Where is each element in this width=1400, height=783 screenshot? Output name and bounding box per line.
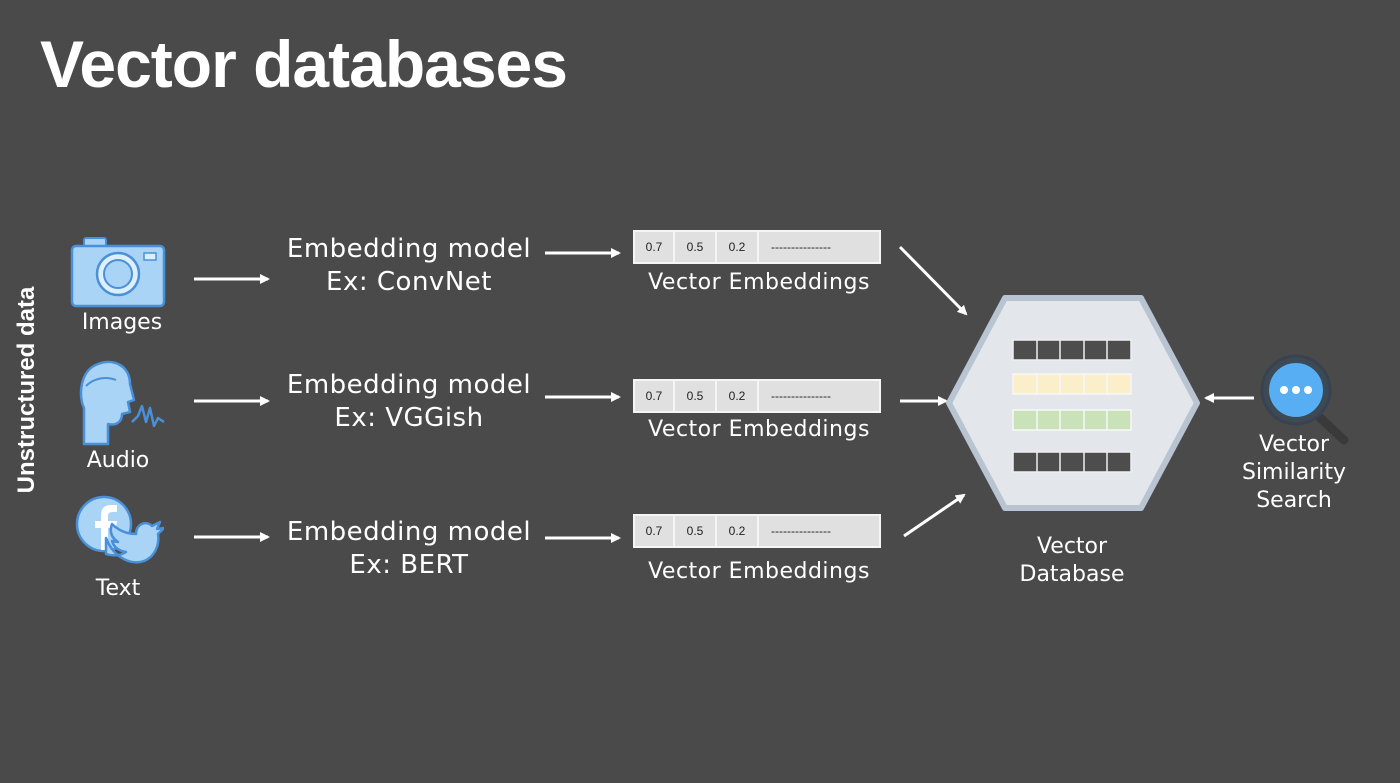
source-label-text: Text xyxy=(95,576,141,601)
vector-value: 0.2 xyxy=(717,232,759,262)
vector-value: 0.2 xyxy=(717,381,759,411)
arrow xyxy=(903,493,966,538)
vector-value: 0.7 xyxy=(635,232,675,262)
vector-value: --------------- xyxy=(771,240,831,254)
facebook-twitter-icon xyxy=(75,495,164,564)
vector-value: 0.5 xyxy=(675,381,717,411)
db-label-line: Vector xyxy=(1036,534,1108,559)
search-label-line: Vector xyxy=(1258,432,1330,457)
db-row-dark-2 xyxy=(1012,451,1132,473)
vector-embeddings-label: Vector Embeddings xyxy=(648,270,870,295)
camera-icon xyxy=(70,237,166,308)
vector-value: 0.2 xyxy=(717,516,759,546)
model-example: Ex: VGGish xyxy=(334,403,484,433)
speaking-head-icon xyxy=(79,360,165,446)
vector-embedding-bar: 0.7 0.5 0.2 --------------- xyxy=(633,514,881,548)
db-row-yellow xyxy=(1012,373,1132,395)
embedding-model-bert: Embedding model Ex: BERT xyxy=(259,516,559,582)
db-row-green xyxy=(1012,409,1132,431)
model-example: Ex: BERT xyxy=(349,550,469,580)
arrow xyxy=(898,245,968,316)
model-title: Embedding model xyxy=(286,517,532,547)
db-row-dark-1 xyxy=(1012,339,1132,361)
source-label-audio: Audio xyxy=(86,448,150,473)
page-title: Vector databases xyxy=(40,27,568,101)
source-label-images: Images xyxy=(81,310,163,335)
search-label-line: Search xyxy=(1256,488,1332,513)
vector-value: --------------- xyxy=(771,524,831,538)
vector-embeddings-label: Vector Embeddings xyxy=(648,417,870,442)
vector-value: 0.7 xyxy=(635,381,675,411)
vector-value: 0.5 xyxy=(675,516,717,546)
search-icon xyxy=(1260,354,1349,445)
db-label-line: Database xyxy=(1019,562,1125,587)
vector-value: 0.7 xyxy=(635,516,675,546)
vector-embedding-bar: 0.7 0.5 0.2 --------------- xyxy=(633,379,881,413)
vector-value: 0.5 xyxy=(675,232,717,262)
vector-database-label: Vector Database xyxy=(992,533,1152,589)
vector-similarity-search-label: Vector Similarity Search xyxy=(1224,431,1364,515)
search-label-line: Similarity xyxy=(1241,460,1347,485)
vector-embeddings-label: Vector Embeddings xyxy=(648,559,870,584)
vector-value: --------------- xyxy=(771,389,831,403)
embedding-model-convnet: Embedding model Ex: ConvNet xyxy=(259,233,559,299)
vector-embedding-bar: 0.7 0.5 0.2 --------------- xyxy=(633,230,881,264)
hexagon-database-icon xyxy=(946,295,1200,511)
embedding-model-vggish: Embedding model Ex: VGGish xyxy=(259,369,559,435)
model-title: Embedding model xyxy=(286,234,532,264)
model-example: Ex: ConvNet xyxy=(326,267,492,297)
model-title: Embedding model xyxy=(286,370,532,400)
